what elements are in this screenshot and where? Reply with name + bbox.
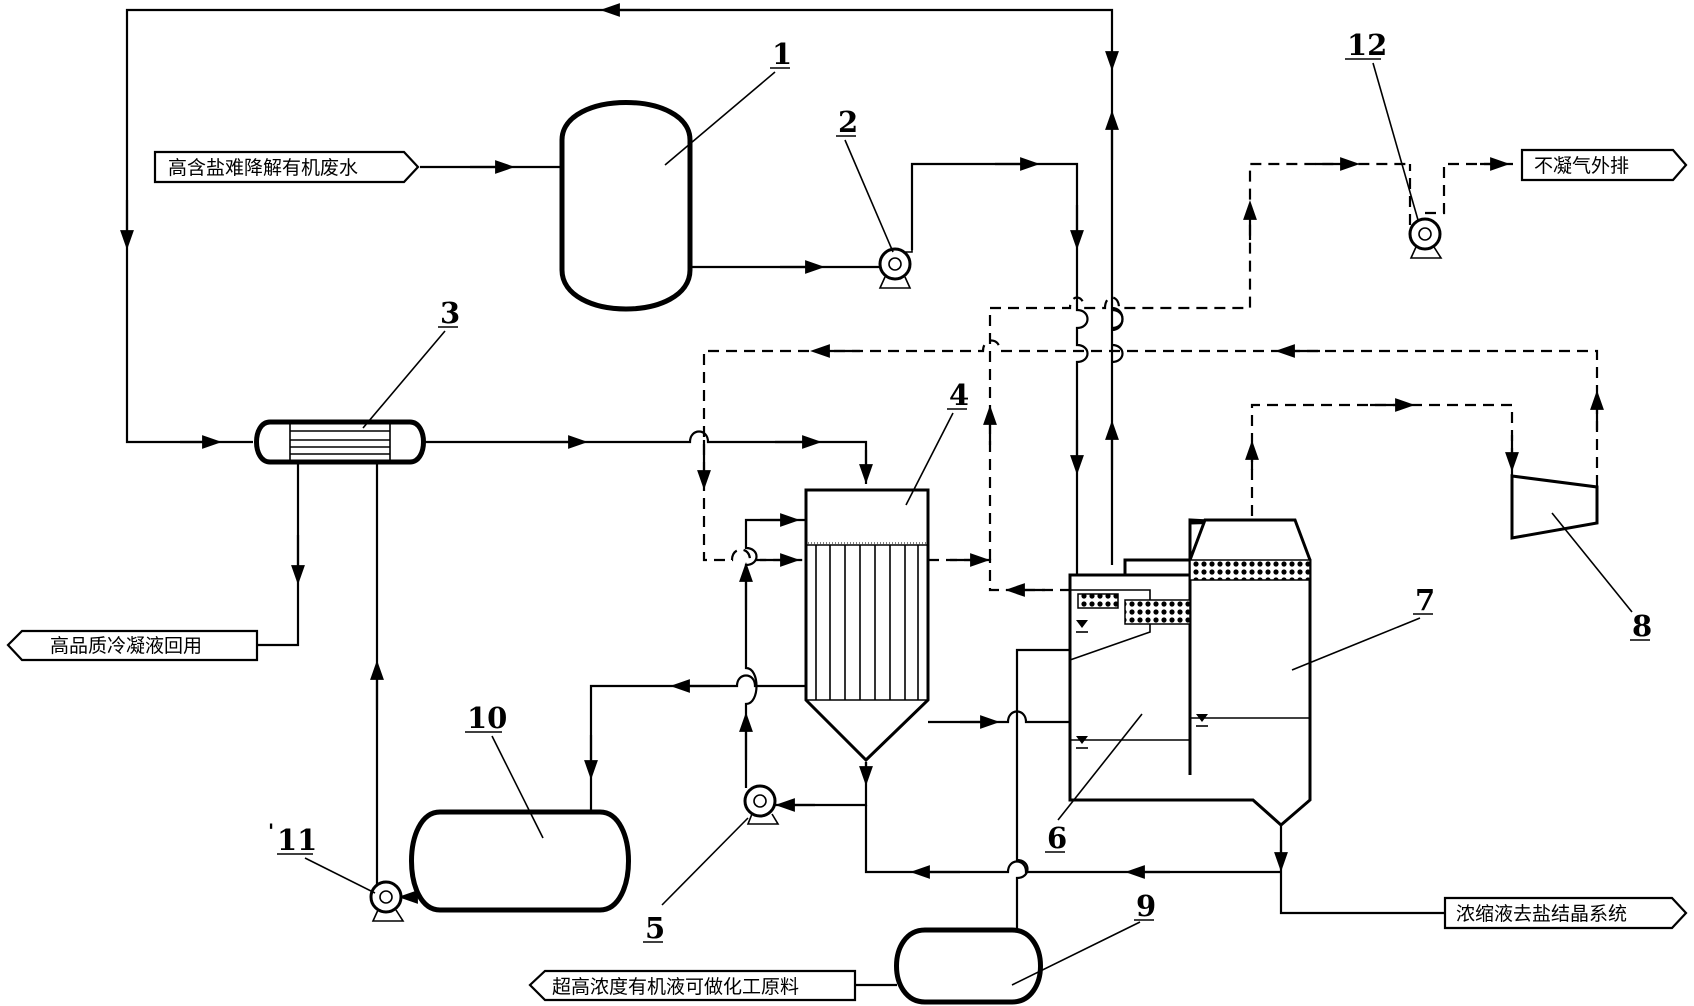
label-6: 6 <box>1045 713 1143 855</box>
svg-text:2: 2 <box>838 105 858 139</box>
column4-to-tank10 <box>589 674 806 812</box>
concentrate-outlet-label: 浓缩液去盐结晶系统 <box>1443 896 1688 930</box>
label-1: 1 <box>664 37 792 166</box>
organic-outlet-text: 超高浓度有机液可做化工原料 <box>552 976 799 998</box>
concentrate-outlet-text: 浓缩液去盐结晶系统 <box>1456 903 1627 925</box>
falling-film-column <box>804 488 930 763</box>
vent-line <box>988 162 1410 560</box>
circulation-pump <box>743 784 780 825</box>
svg-text:7: 7 <box>1415 583 1435 617</box>
svg-text:5: 5 <box>645 911 665 945</box>
label-10: 10 <box>465 701 544 839</box>
return-to-column <box>864 805 1281 874</box>
svg-text:4: 4 <box>949 378 969 412</box>
hx3-to-column4 <box>425 430 868 484</box>
vapor-compressor <box>1510 474 1599 540</box>
condensate-tank <box>409 809 631 913</box>
label-3: 3 <box>362 296 460 429</box>
evaporator-crystallizer <box>1068 518 1312 827</box>
svg-text:12: 12 <box>1347 28 1387 62</box>
svg-text:11: 11 <box>277 823 317 857</box>
svg-text:10: 10 <box>467 701 507 735</box>
recycle-line <box>125 8 1114 565</box>
condensate-pump <box>369 880 405 922</box>
feed-inlet-text: 高含盐难降解有机废水 <box>168 157 358 179</box>
pump2-to-evaporator <box>910 162 1089 600</box>
vacuum-pump <box>1408 164 1443 259</box>
condensate-outlet-text: 高品质冷凝液回用 <box>50 635 202 657</box>
heat-exchanger <box>254 419 426 465</box>
vent-outlet-label: 不凝气外排 <box>1520 148 1688 182</box>
label-5: 5 <box>643 817 749 945</box>
vent-outlet-text: 不凝气外排 <box>1534 155 1629 177</box>
feed-inlet-label: 高含盐难降解有机废水 <box>153 150 420 184</box>
vessel6-to-tank9 <box>1015 648 1125 930</box>
label-9: 9 <box>1011 889 1156 986</box>
concentrate-line <box>1279 825 1445 915</box>
label-11: ' 11 <box>268 819 376 894</box>
svg-text:9: 9 <box>1136 889 1156 923</box>
feed-pump <box>878 247 913 289</box>
svg-text:8: 8 <box>1632 609 1652 643</box>
compressed-vapor-line <box>702 339 1599 562</box>
raw-water-tank <box>559 100 693 312</box>
svg-text:3: 3 <box>440 296 460 330</box>
svg-text:1: 1 <box>772 37 792 71</box>
label-12: 12 <box>1345 28 1419 221</box>
svg-text:': ' <box>268 819 274 843</box>
label-4: 4 <box>905 378 969 506</box>
hx3-condensate-line <box>258 460 300 647</box>
label-8: 8 <box>1551 512 1652 643</box>
noncondensable-line <box>928 558 1070 592</box>
svg-text:6: 6 <box>1047 821 1067 855</box>
label-2: 2 <box>836 105 894 253</box>
condensate-outlet-label: 高品质冷凝液回用 <box>6 629 259 662</box>
organic-outlet-label: 超高浓度有机液可做化工原料 <box>528 969 857 1002</box>
vapor-to-compressor <box>1250 403 1514 516</box>
organic-liquid-tank <box>894 927 1043 1005</box>
column4-to-evaporator <box>928 710 1070 724</box>
label-7: 7 <box>1291 583 1435 671</box>
